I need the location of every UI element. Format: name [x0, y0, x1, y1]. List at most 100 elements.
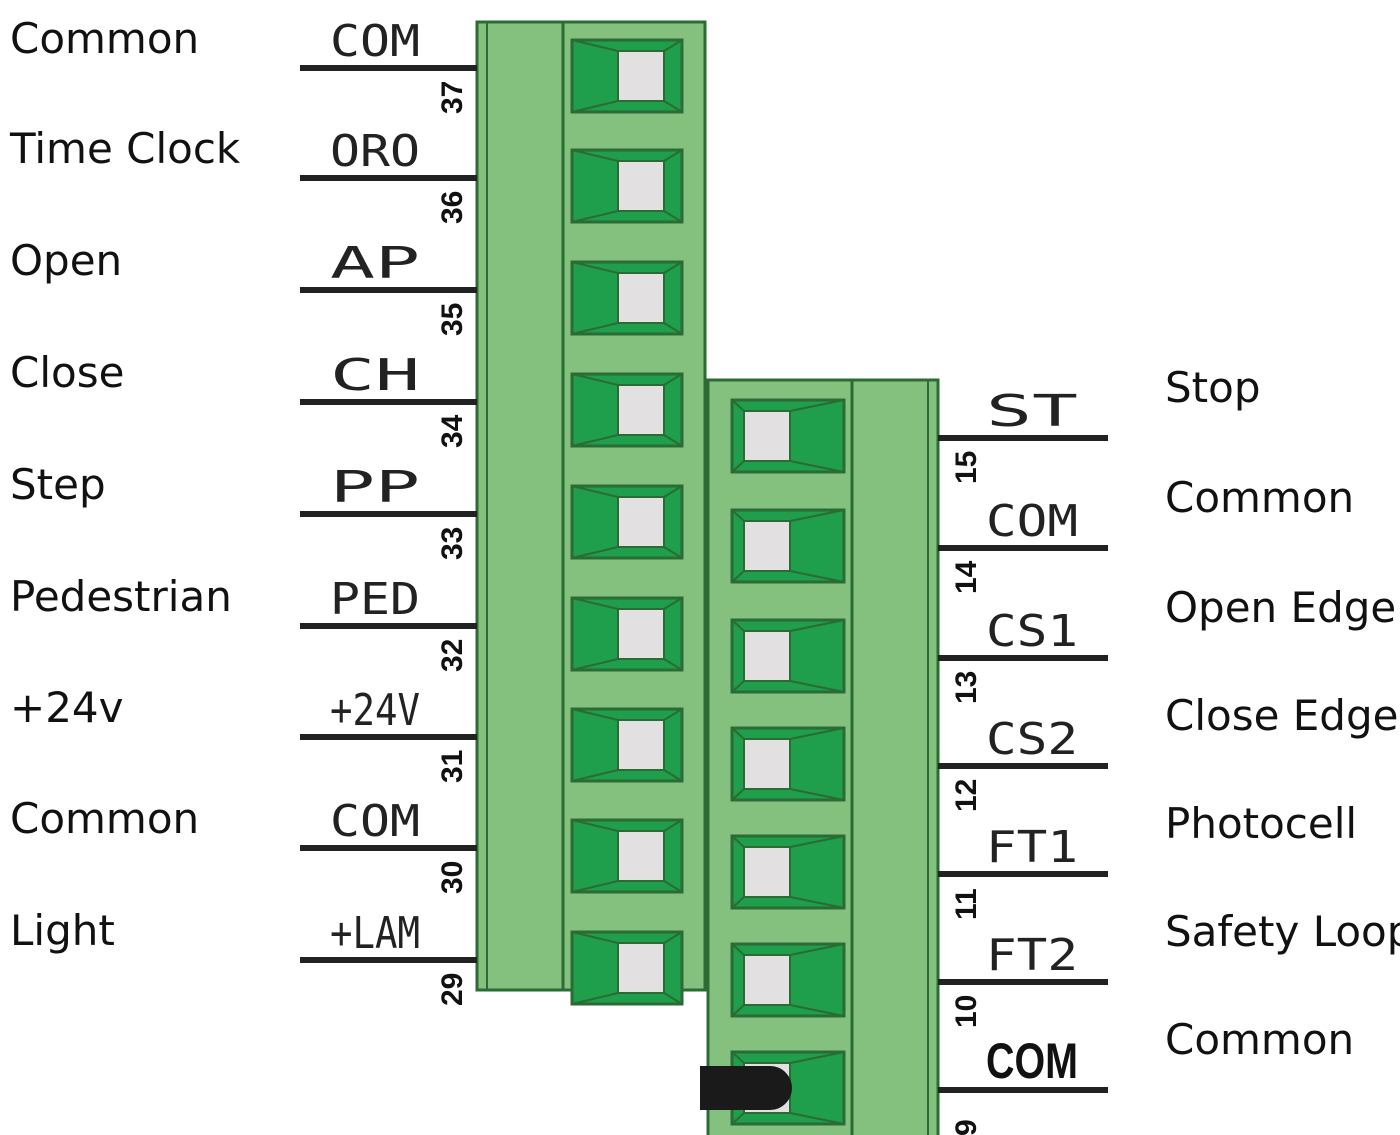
- screw-terminal: [730, 942, 846, 1018]
- terminal-description: Common: [1165, 1015, 1354, 1064]
- terminal-description: Step: [10, 460, 106, 509]
- screw-bevel: [571, 485, 619, 498]
- screw-bevel: [789, 835, 845, 848]
- screw-terminal: [570, 484, 684, 560]
- screw-bevel: [571, 769, 619, 782]
- screw-bevel: [571, 819, 619, 832]
- screw-bevel: [571, 931, 619, 944]
- terminal-description: Close: [10, 348, 124, 397]
- terminal-description: Open Edge: [1165, 583, 1396, 632]
- screw-bevel: [663, 546, 683, 559]
- screw-face: [743, 630, 791, 682]
- terminal-number: 10: [950, 995, 983, 1028]
- terminal-code: COM: [330, 16, 420, 67]
- left-terminal-row: Close CH 34: [10, 348, 684, 448]
- screw-bevel: [571, 373, 619, 386]
- screw-face: [617, 50, 665, 102]
- terminal-code: COM: [986, 496, 1078, 547]
- screw-bevel: [571, 100, 619, 113]
- terminal-code: PP: [330, 462, 420, 513]
- screw-face: [743, 410, 791, 462]
- terminal-number: 37: [436, 81, 469, 114]
- screw-bevel: [731, 835, 745, 848]
- screw-bevel: [571, 880, 619, 893]
- terminal-code: CH: [330, 350, 420, 401]
- terminal-description: Open: [10, 236, 122, 285]
- screw-face: [617, 608, 665, 660]
- screw-face: [617, 942, 665, 994]
- terminal-code: PED: [330, 574, 420, 625]
- screw-face: [743, 954, 791, 1006]
- screw-bevel: [571, 658, 619, 671]
- terminal-number: 30: [436, 861, 469, 894]
- terminal-number: 34: [436, 414, 469, 448]
- screw-terminal: [570, 707, 684, 783]
- terminal-code: ORO: [330, 126, 420, 177]
- screw-bevel: [731, 619, 745, 632]
- screw-bevel: [571, 434, 619, 447]
- screw-bevel: [731, 727, 745, 740]
- screw-face: [617, 830, 665, 882]
- screw-bevel: [663, 373, 683, 386]
- screw-terminal: [570, 38, 684, 114]
- screw-terminal: [730, 726, 846, 802]
- screw-bevel: [571, 597, 619, 610]
- screw-bevel: [571, 149, 619, 162]
- screw-terminal: [570, 930, 684, 1006]
- screw-bevel: [663, 880, 683, 893]
- terminal-description: Common: [1165, 473, 1354, 522]
- screw-bevel: [731, 943, 745, 956]
- terminal-number: 31: [436, 750, 469, 783]
- screw-bevel: [731, 896, 745, 909]
- terminal-code: +24V: [330, 685, 420, 736]
- screw-bevel: [789, 680, 845, 693]
- screw-bevel: [731, 509, 745, 522]
- terminal-description: Stop: [1165, 363, 1260, 412]
- terminal-description: Safety Loop: [1165, 907, 1400, 956]
- terminal-code: COM: [330, 796, 420, 847]
- screw-bevel: [663, 149, 683, 162]
- terminal-description: Close Edge: [1165, 691, 1398, 740]
- screw-bevel: [789, 570, 845, 583]
- terminal-number: 36: [436, 191, 469, 224]
- screw-bevel: [731, 1112, 745, 1125]
- screw-bevel: [663, 322, 683, 335]
- screw-bevel: [663, 658, 683, 671]
- screw-bevel: [663, 708, 683, 721]
- screw-bevel: [789, 943, 845, 956]
- screw-terminal: [730, 834, 846, 910]
- screw-bevel: [571, 546, 619, 559]
- screw-terminal: [730, 398, 846, 474]
- screw-face: [617, 160, 665, 212]
- terminal-number: 33: [436, 527, 469, 560]
- screw-terminal: [570, 372, 684, 448]
- screw-face: [743, 520, 791, 572]
- screw-bevel: [789, 788, 845, 801]
- screw-terminal: [570, 596, 684, 672]
- screw-face: [743, 738, 791, 790]
- screw-bevel: [571, 992, 619, 1005]
- screw-bevel: [789, 509, 845, 522]
- terminal-code: ST: [986, 386, 1078, 437]
- terminal-code: COM: [986, 1033, 1078, 1089]
- screw-bevel: [663, 261, 683, 274]
- screw-bevel: [731, 570, 745, 583]
- screw-bevel: [571, 261, 619, 274]
- screw-bevel: [663, 485, 683, 498]
- left-terminal-row: Step PP 33: [10, 460, 684, 560]
- terminal-number: 9: [950, 1119, 983, 1135]
- screw-face: [743, 846, 791, 898]
- screw-bevel: [731, 1004, 745, 1017]
- screw-bevel: [789, 896, 845, 909]
- screw-bevel: [731, 460, 745, 473]
- screw-face: [617, 719, 665, 771]
